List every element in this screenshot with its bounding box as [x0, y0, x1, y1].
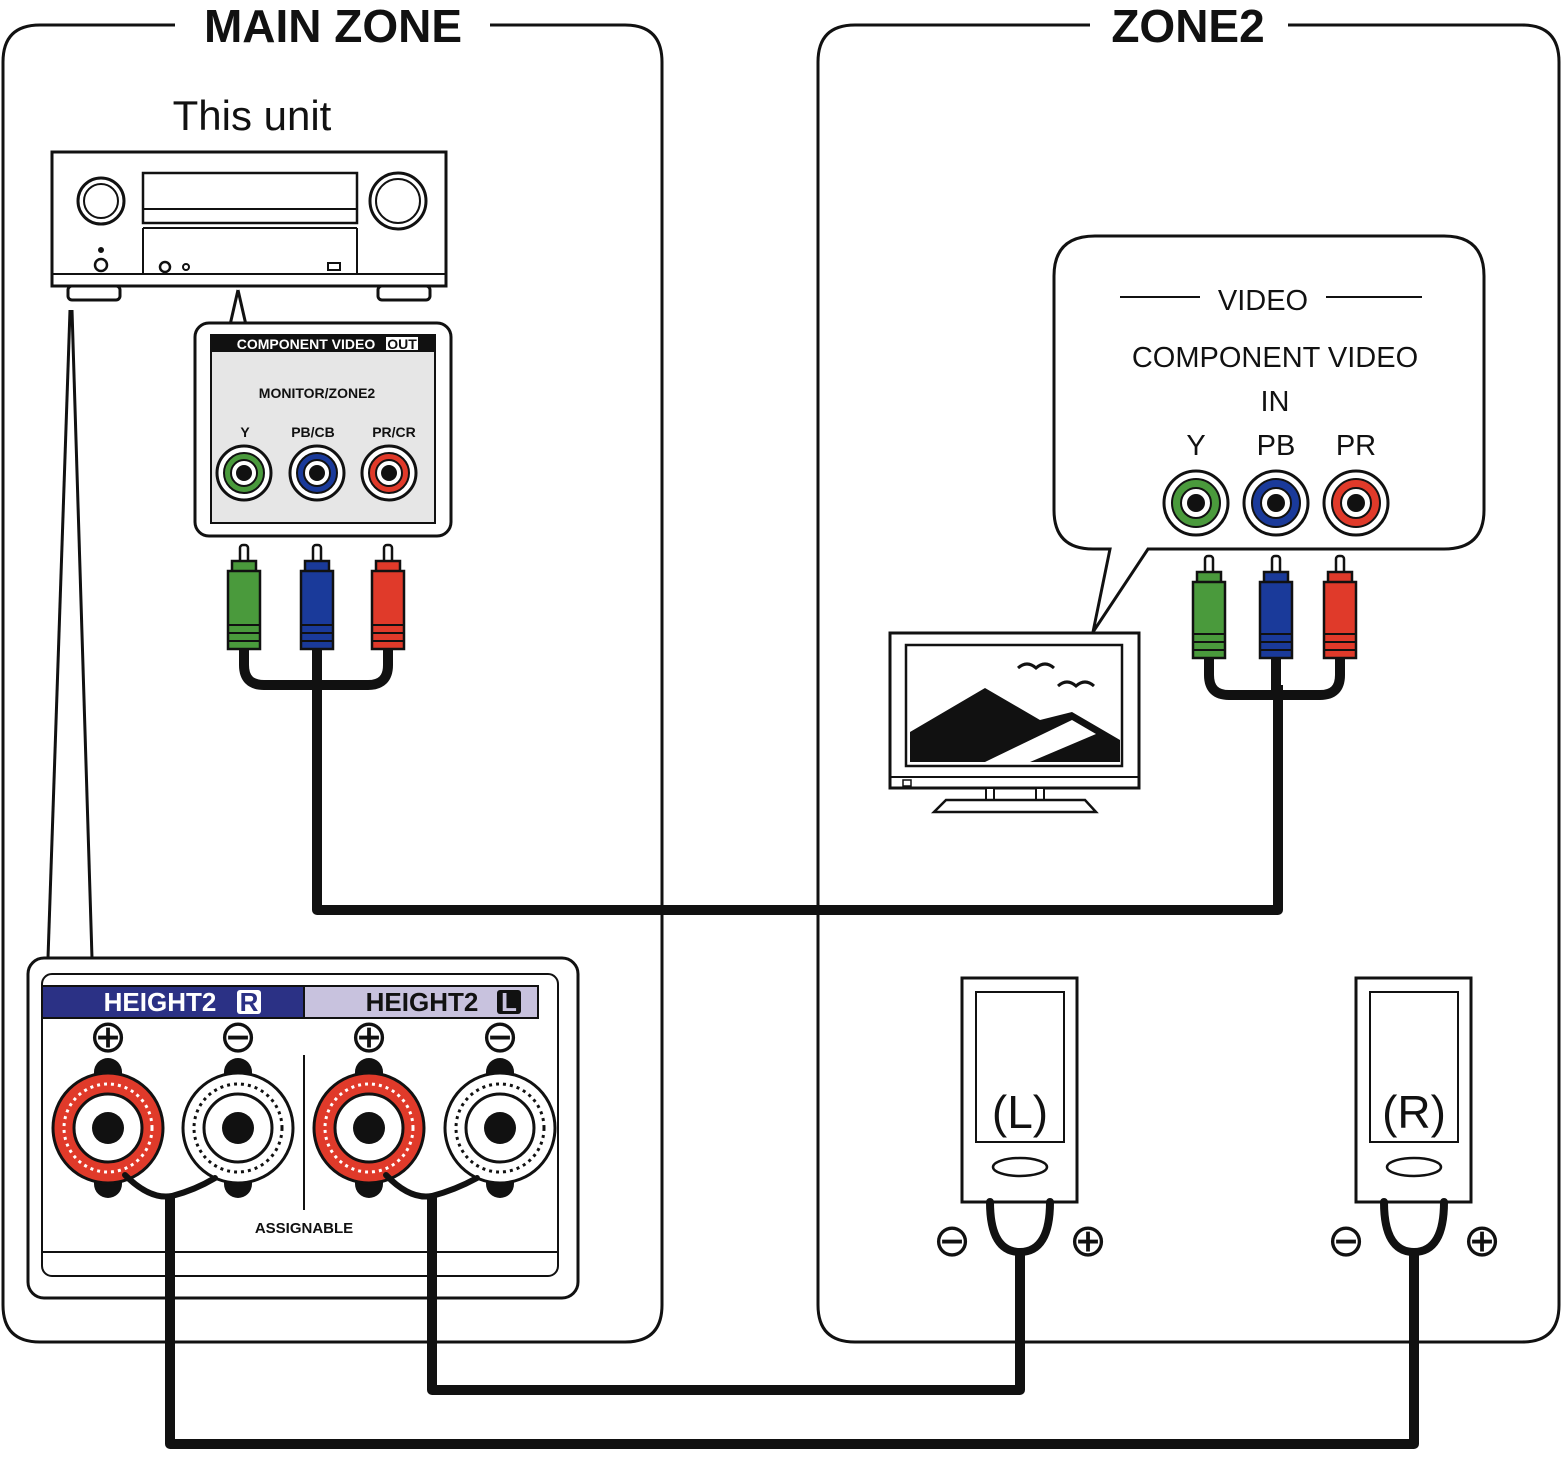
receiver-to-terminal-callout: [46, 309, 94, 959]
left-badge-box: [497, 990, 521, 1014]
speaker-left: [960, 976, 1079, 1204]
tv-rca-plug-pb: [1258, 554, 1294, 660]
speaker-right: [1354, 976, 1473, 1204]
out-badge-box: [386, 337, 418, 350]
speaker-left-minus: ⊖: [933, 1214, 972, 1266]
out-jack-label-y: Y: [240, 424, 250, 440]
component-out-subtitle: MONITOR/ZONE2: [259, 385, 376, 401]
speaker-left-label: (L): [992, 1086, 1048, 1138]
height2-right-speaker-cable: [165, 1196, 1419, 1449]
binding-post-l-plus[interactable]: [312, 1058, 426, 1198]
unit-rca-plug-pr: [370, 543, 406, 651]
tv-video-cable-split: [1204, 658, 1345, 700]
speaker-right-label: (R): [1382, 1086, 1446, 1138]
terminal-plus-l: ⊕: [350, 1010, 389, 1062]
binding-post-l-minus[interactable]: [443, 1058, 557, 1198]
unit-rca-plug-y: [226, 543, 262, 651]
main-zone-title: MAIN ZONE: [204, 0, 462, 52]
tv-input-callout: [1052, 234, 1486, 633]
assignable-label: ASSIGNABLE: [255, 1220, 353, 1237]
right-badge-box: [237, 990, 261, 1014]
tv-jack-pr[interactable]: [1322, 469, 1390, 537]
terminal-minus-r: ⊖: [219, 1010, 258, 1062]
unit-rca-plug-pb: [299, 543, 335, 651]
receiver-to-panel-callout: [228, 289, 248, 326]
tv-rca-plug-pr: [1322, 554, 1358, 660]
binding-post-r-plus[interactable]: [51, 1058, 165, 1198]
zone2-title: ZONE2: [1111, 0, 1264, 52]
binding-post-r-minus[interactable]: [181, 1058, 295, 1198]
av-receiver: [50, 150, 448, 302]
tv-monitor: [888, 631, 1141, 814]
terminal-plus-r: ⊕: [89, 1010, 128, 1062]
tv-jack-pb[interactable]: [1242, 469, 1310, 537]
tv-jack-label-pb: PB: [1257, 430, 1296, 462]
main-zone-frame: [1, 23, 664, 1344]
height2-right-label: HEIGHT2: [104, 987, 217, 1017]
height2-left-speaker-cable: [427, 1196, 1025, 1395]
out-jack-y[interactable]: [215, 444, 273, 502]
component-out-badge: OUT: [387, 336, 417, 352]
tv-input-subtitle: IN: [1261, 386, 1290, 418]
out-jack-pr[interactable]: [360, 444, 418, 502]
tv-rca-plug-y: [1191, 554, 1227, 660]
out-jack-label-pb: PB/CB: [291, 424, 335, 440]
height2-left-label: HEIGHT2: [366, 987, 479, 1017]
tv-input-title: COMPONENT VIDEO: [1132, 342, 1418, 374]
out-jack-label-pr: PR/CR: [372, 424, 416, 440]
zone2-frame: [816, 23, 1561, 1344]
tv-jack-label-y: Y: [1186, 430, 1205, 462]
tv-jack-y[interactable]: [1162, 469, 1230, 537]
unit-label: This unit: [173, 92, 332, 139]
speaker-right-minus: ⊖: [1327, 1214, 1366, 1266]
tv-input-section: VIDEO: [1218, 285, 1308, 317]
height2-right-badge: R: [240, 987, 259, 1017]
height2-left-badge: L: [501, 987, 517, 1017]
unit-video-cable: [239, 649, 1283, 915]
component-out-header: COMPONENT VIDEO: [237, 336, 376, 352]
speaker-left-plus: ⊕: [1069, 1214, 1108, 1266]
speaker-right-plus: ⊕: [1463, 1214, 1502, 1266]
tv-jack-label-pr: PR: [1336, 430, 1376, 462]
out-jack-pb[interactable]: [288, 444, 346, 502]
terminal-minus-l: ⊖: [481, 1010, 520, 1062]
